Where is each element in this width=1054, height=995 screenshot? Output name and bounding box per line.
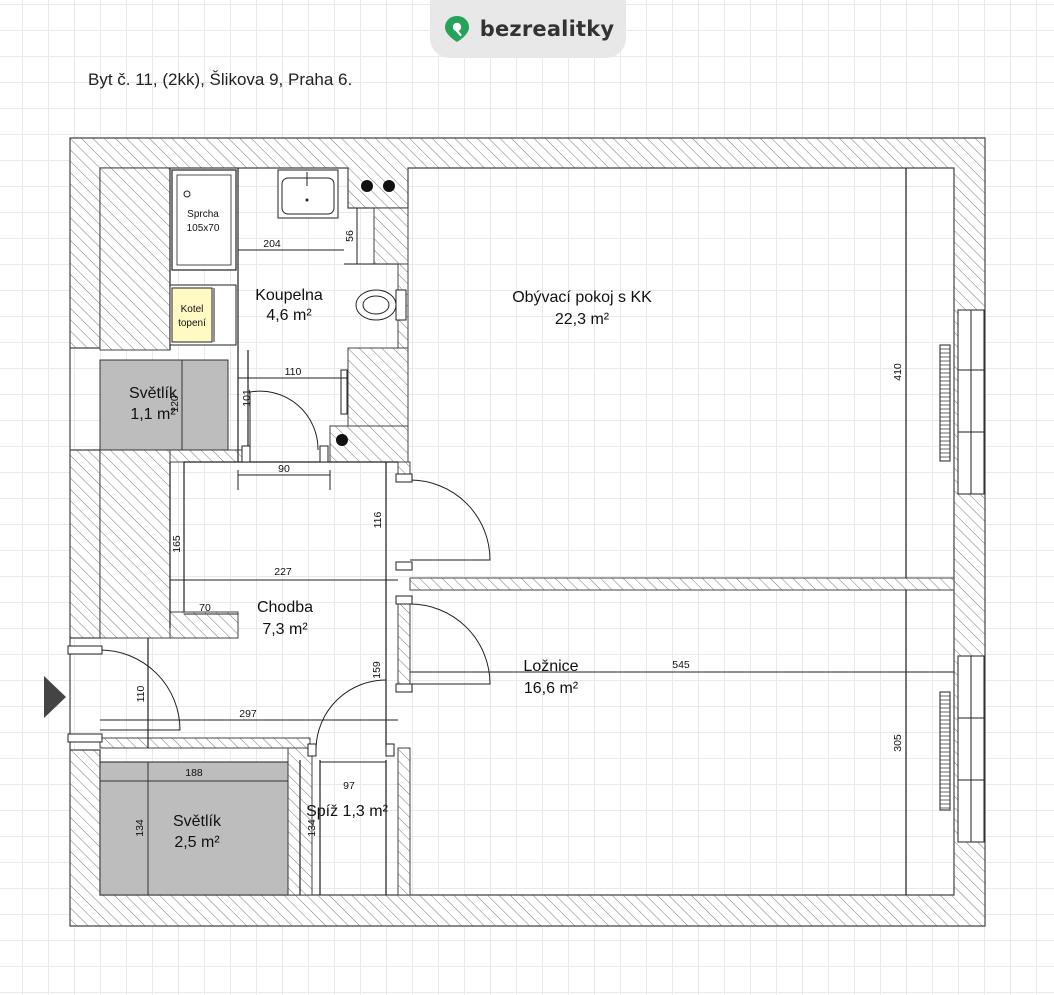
lightwell-lower (99, 761, 289, 896)
wall-segment (397, 747, 411, 896)
lightwell-upper (99, 359, 229, 451)
dimension-label: 165 (171, 535, 183, 553)
dimension-label: 204 (263, 238, 281, 250)
pipe-icon (336, 434, 348, 446)
left-wall-inner (99, 167, 171, 351)
sink (277, 169, 339, 219)
room-name-hallway: Chodba (257, 599, 313, 616)
boiler-label: Kotel (181, 304, 204, 315)
room-name-bedroom: Ložnice (523, 658, 578, 675)
room-area-bedroom: 16,6 m² (524, 680, 579, 697)
wall-segment (99, 737, 311, 749)
entrance-arrow-icon (44, 676, 66, 718)
dimension-label: 134 (134, 819, 146, 837)
dimension-label: 297 (239, 708, 257, 720)
pipe-icon (383, 180, 395, 192)
wall-segment (373, 207, 409, 265)
dimension-label: 227 (274, 566, 292, 578)
room-area-lightwell2: 2,5 m² (174, 834, 220, 851)
dimension-label: 110 (285, 366, 302, 378)
dimension-label: 305 (892, 734, 904, 752)
dimension-label: 410 (892, 363, 904, 381)
dimension-lines (100, 208, 954, 763)
wall-segment (347, 347, 409, 427)
wall-segment (169, 449, 249, 463)
room-name-bathroom: Koupelna (255, 287, 323, 304)
dimension-label: 545 (672, 659, 690, 671)
shower (171, 169, 237, 271)
room-area-bathroom: 4,6 m² (266, 307, 312, 324)
dimension-label: 101 (241, 389, 253, 407)
boiler-label-2: topení (178, 318, 206, 329)
room-area-lightwell1: 1,1 m² (130, 406, 176, 423)
partitions (147, 168, 907, 895)
pipe-icon (361, 180, 373, 192)
room-area-hallway: 7,3 m² (262, 621, 308, 638)
shower-size: 105x70 (187, 223, 220, 234)
room-name-living: Obývací pokoj s KK (512, 289, 652, 306)
brand-name: bezrealitky (479, 17, 615, 41)
brand-logo[interactable]: bezrealitky (430, 0, 626, 58)
windows (957, 309, 985, 843)
dimension-label: 110 (135, 685, 147, 702)
dimension-label: 134 (306, 819, 318, 837)
room-name-lightwell2: Světlík (173, 813, 222, 830)
map-pin-icon (444, 16, 469, 42)
dimension-label: 56 (344, 230, 356, 242)
dimension-label: 70 (199, 602, 211, 614)
wall-segment (409, 577, 955, 591)
page-title: Byt č. 11, (2kk), Šlikova 9, Praha 6. (88, 70, 353, 89)
shower-label: Sprcha (187, 209, 219, 220)
room-label-pantry: Spíž 1,3 m² (306, 803, 388, 820)
dimension-label: 116 (372, 511, 384, 528)
room-name-lightwell1: Světlík (129, 385, 178, 402)
wall-segment (169, 611, 239, 639)
radiator-fins (940, 348, 950, 809)
dimension-label: 159 (371, 661, 383, 679)
wall-segment (397, 599, 411, 685)
dimension-label: 97 (343, 780, 355, 792)
dimension-label: 90 (278, 463, 290, 475)
radiators (939, 344, 951, 811)
room-area-living: 22,3 m² (555, 311, 610, 328)
toilet (355, 289, 407, 321)
doors (99, 390, 491, 749)
bathroom-radiator (340, 369, 348, 415)
dimension-label: 120 (169, 395, 181, 413)
dimension-label: 188 (185, 767, 203, 779)
left-wall-inner-lower (99, 449, 171, 639)
door-jambs (67, 445, 413, 757)
